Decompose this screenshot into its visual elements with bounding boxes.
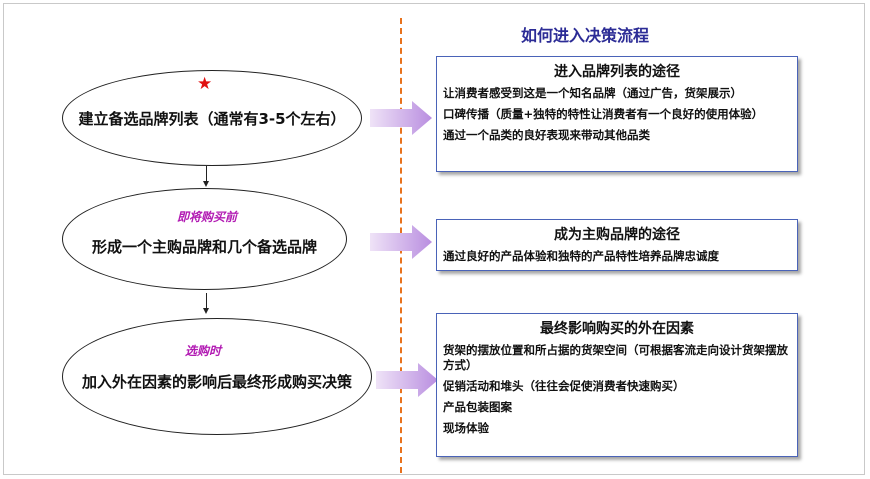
stage-label-2: 选购时 — [185, 344, 222, 358]
box-item: 通过一个品类的良好表现来带动其他品类 — [443, 128, 650, 142]
info-box-3: 最终影响购买的外在因素 货架的摆放位置和所占据的货架空间（可根据客流走向设计货架… — [436, 313, 798, 457]
box-item: 货架的摆放位置和所占据的货架空间（可根据客流走向设计货架摆放方式） — [443, 343, 788, 372]
box-title-3: 最终影响购买的外在因素 — [540, 321, 694, 337]
box-item: 现场体验 — [443, 421, 489, 435]
right-arrow-icon — [376, 363, 438, 397]
box-item: 产品包装图案 — [443, 400, 512, 414]
flow-title: 如何进入决策流程 — [520, 26, 649, 45]
right-arrow-icon — [370, 225, 432, 259]
diagram-frame — [3, 3, 865, 475]
down-arrow-icon — [203, 166, 209, 187]
box-title-2: 成为主购品牌的途径 — [554, 227, 680, 243]
step-label-2: 形成一个主购品牌和几个备选品牌 — [91, 238, 317, 256]
right-arrow-icon — [370, 101, 432, 135]
step-ellipse-3 — [62, 318, 372, 435]
step-ellipse-2 — [62, 188, 347, 290]
box-item: 口碑传播（质量+独特的特性让消费者有一个良好的使用体验） — [443, 107, 764, 121]
box-item: 促销活动和堆头（往往会促使消费者快速购买） — [443, 379, 685, 393]
stage-label-1: 即将购买前 — [177, 210, 238, 224]
red-star-icon: ★ — [197, 74, 213, 94]
step-label-1: 建立备选品牌列表（通常有3-5个左右） — [78, 110, 346, 128]
info-box-1: 进入品牌列表的途径 让消费者感受到这是一个知名品牌（通过广告，货架展示） 口碑传… — [436, 56, 798, 172]
step-label-3: 加入外在因素的影响后最终形成购买决策 — [81, 373, 352, 391]
step-ellipse-1 — [62, 70, 362, 166]
box-item: 让消费者感受到这是一个知名品牌（通过广告，货架展示） — [443, 86, 742, 100]
box-item: 通过良好的产品体验和独特的产品特性培养品牌忠诚度 — [443, 249, 719, 263]
box-title-1: 进入品牌列表的途径 — [554, 64, 680, 80]
down-arrow-icon — [203, 293, 209, 314]
info-box-2: 成为主购品牌的途径 通过良好的产品体验和独特的产品特性培养品牌忠诚度 — [436, 219, 798, 271]
